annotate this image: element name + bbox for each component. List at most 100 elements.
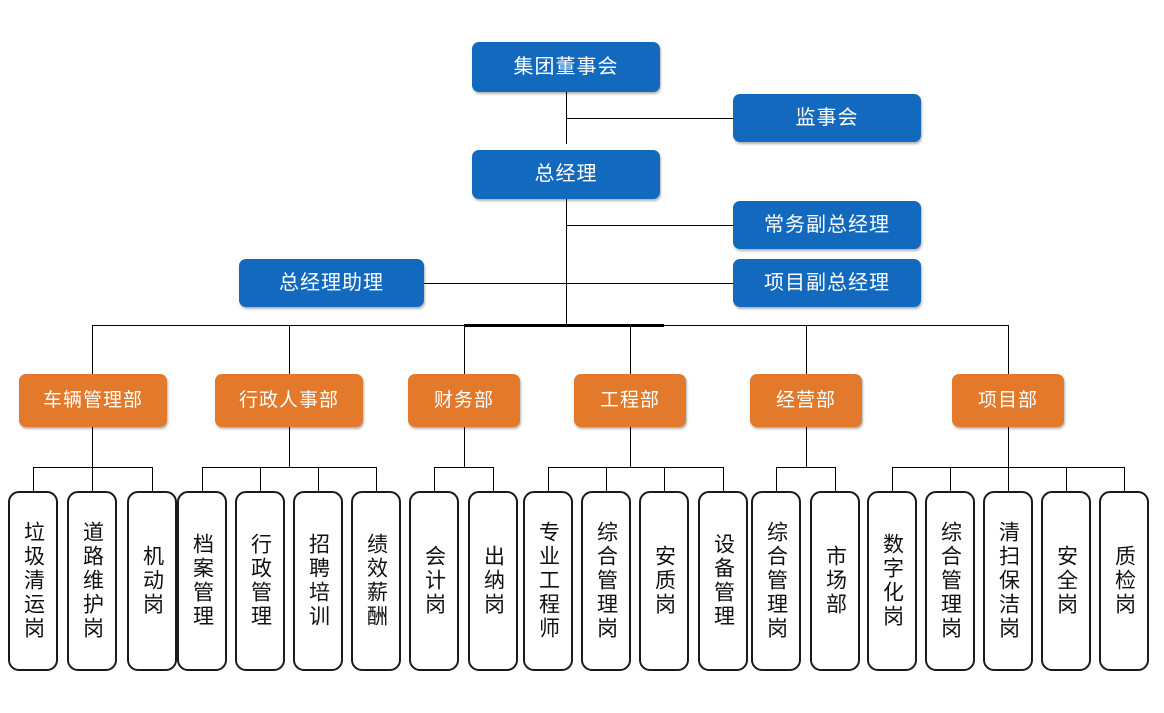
position-label: 行政管理 bbox=[248, 533, 273, 629]
connector-dept-3-stem bbox=[464, 427, 465, 468]
department-project[interactable]: 项目部 bbox=[952, 374, 1064, 427]
position-label: 专业工程师 bbox=[536, 521, 561, 641]
position-label: 设备管理 bbox=[711, 533, 736, 629]
position-label: 档案管理 bbox=[190, 533, 215, 629]
connector-dept-1-leaf-3 bbox=[152, 467, 153, 491]
position-box[interactable]: 道路维护岗 bbox=[67, 491, 117, 671]
position-label: 综合管理岗 bbox=[764, 521, 789, 641]
connector-dept-2-leaf-4 bbox=[376, 467, 377, 491]
department-finance[interactable]: 财务部 bbox=[408, 374, 520, 427]
node-label: 总经理助理 bbox=[279, 271, 384, 294]
connector-dept-2-leaf-2 bbox=[260, 467, 261, 491]
department-label: 项目部 bbox=[977, 389, 1038, 411]
position-label: 安质岗 bbox=[652, 545, 677, 617]
node-board-of-directors[interactable]: 集团董事会 bbox=[472, 42, 660, 92]
connector-dept-2-leaf-1 bbox=[202, 467, 203, 491]
connector-dept-2-stem bbox=[289, 427, 290, 468]
node-label: 项目副总经理 bbox=[764, 271, 890, 294]
connector-dept-1-leaf-2 bbox=[92, 467, 93, 491]
position-box[interactable]: 综合管理岗 bbox=[925, 491, 975, 671]
connector-dept-5-leaf-2 bbox=[835, 467, 836, 491]
position-box[interactable]: 清扫保洁岗 bbox=[983, 491, 1033, 671]
position-label: 机动岗 bbox=[140, 545, 165, 617]
position-box[interactable]: 档案管理 bbox=[177, 491, 227, 671]
connector-dept-6-leaf-4 bbox=[1066, 467, 1067, 491]
node-label: 常务副总经理 bbox=[764, 213, 890, 236]
department-label: 财务部 bbox=[433, 389, 494, 411]
position-label: 出纳岗 bbox=[481, 545, 506, 617]
connector-dept-5-bar bbox=[776, 467, 836, 468]
connector-dept-6-leaf-5 bbox=[1124, 467, 1125, 491]
position-box[interactable]: 出纳岗 bbox=[468, 491, 518, 671]
connector-dept-1-stem bbox=[92, 427, 93, 468]
position-label: 垃圾清运岗 bbox=[21, 521, 46, 641]
connector-dept-6-stem bbox=[1008, 427, 1009, 468]
connector-dept-4-stem bbox=[630, 427, 631, 468]
node-general-manager[interactable]: 总经理 bbox=[472, 150, 660, 199]
connector-drop-dept-1 bbox=[92, 325, 93, 374]
position-box[interactable]: 综合管理岗 bbox=[751, 491, 801, 671]
position-label: 道路维护岗 bbox=[80, 521, 105, 641]
position-box[interactable]: 设备管理 bbox=[698, 491, 748, 671]
connector-project-deputy bbox=[566, 283, 733, 284]
connector-dept-3-bar bbox=[434, 467, 494, 468]
position-box[interactable]: 机动岗 bbox=[127, 491, 177, 671]
position-label: 清扫保洁岗 bbox=[996, 521, 1021, 641]
position-box[interactable]: 安质岗 bbox=[639, 491, 689, 671]
department-engineering[interactable]: 工程部 bbox=[574, 374, 686, 427]
position-label: 绩效薪酬 bbox=[364, 533, 389, 629]
department-admin-hr[interactable]: 行政人事部 bbox=[215, 374, 363, 427]
department-operations[interactable]: 经营部 bbox=[750, 374, 862, 427]
connector-dept-4-leaf-2 bbox=[606, 467, 607, 491]
position-box[interactable]: 绩效薪酬 bbox=[351, 491, 401, 671]
position-box[interactable]: 质检岗 bbox=[1099, 491, 1149, 671]
connector-dept-4-leaf-1 bbox=[548, 467, 549, 491]
node-executive-deputy-gm[interactable]: 常务副总经理 bbox=[733, 201, 921, 249]
connector-dept-6-leaf-3 bbox=[1008, 467, 1009, 491]
node-project-deputy-gm[interactable]: 项目副总经理 bbox=[733, 259, 921, 307]
connector-dept-4-leaf-4 bbox=[723, 467, 724, 491]
department-label: 车辆管理部 bbox=[42, 389, 143, 411]
connector-dept-5-leaf-1 bbox=[776, 467, 777, 491]
position-label: 市场部 bbox=[823, 545, 848, 617]
position-box[interactable]: 综合管理岗 bbox=[581, 491, 631, 671]
position-box[interactable]: 安全岗 bbox=[1041, 491, 1091, 671]
connector-drop-dept-5 bbox=[806, 325, 807, 374]
node-supervisory-board[interactable]: 监事会 bbox=[733, 94, 921, 142]
position-box[interactable]: 数字化岗 bbox=[867, 491, 917, 671]
position-label: 综合管理岗 bbox=[938, 521, 963, 641]
department-label: 经营部 bbox=[775, 389, 836, 411]
connector-dept-3-leaf-2 bbox=[493, 467, 494, 491]
position-box[interactable]: 专业工程师 bbox=[523, 491, 573, 671]
connector-dept-2-bar bbox=[202, 467, 376, 468]
position-box[interactable]: 招聘培训 bbox=[293, 491, 343, 671]
position-label: 数字化岗 bbox=[880, 533, 905, 629]
position-label: 综合管理岗 bbox=[594, 521, 619, 641]
connector-dept-6-leaf-1 bbox=[892, 467, 893, 491]
connector-dept-2-leaf-3 bbox=[318, 467, 319, 491]
position-box[interactable]: 垃圾清运岗 bbox=[8, 491, 58, 671]
connector-dept-3-leaf-1 bbox=[434, 467, 435, 491]
node-label: 总经理 bbox=[534, 163, 598, 185]
position-label: 安全岗 bbox=[1054, 545, 1079, 617]
department-label: 行政人事部 bbox=[238, 389, 339, 411]
position-label: 招聘培训 bbox=[306, 533, 331, 629]
node-label: 集团董事会 bbox=[513, 55, 619, 78]
position-box[interactable]: 行政管理 bbox=[235, 491, 285, 671]
connector-dept-4-bar bbox=[548, 467, 723, 468]
connector-gm-assistant bbox=[424, 283, 566, 284]
position-box[interactable]: 会计岗 bbox=[409, 491, 459, 671]
connector-executive-deputy bbox=[566, 225, 733, 226]
node-gm-assistant[interactable]: 总经理助理 bbox=[239, 259, 424, 307]
connector-drop-dept-3 bbox=[464, 325, 465, 374]
connector-dept-5-stem bbox=[806, 427, 807, 468]
connector-drop-dept-4 bbox=[630, 325, 631, 374]
connector-dept-4-leaf-3 bbox=[664, 467, 665, 491]
connector-drop-dept-2 bbox=[289, 325, 290, 374]
department-vehicle-management[interactable]: 车辆管理部 bbox=[19, 374, 167, 427]
position-box[interactable]: 市场部 bbox=[810, 491, 860, 671]
department-label: 工程部 bbox=[599, 389, 660, 411]
connector-dept-1-leaf-1 bbox=[33, 467, 34, 491]
connector-gm-spine bbox=[566, 199, 567, 325]
connector-department-bus-center bbox=[464, 324, 664, 327]
